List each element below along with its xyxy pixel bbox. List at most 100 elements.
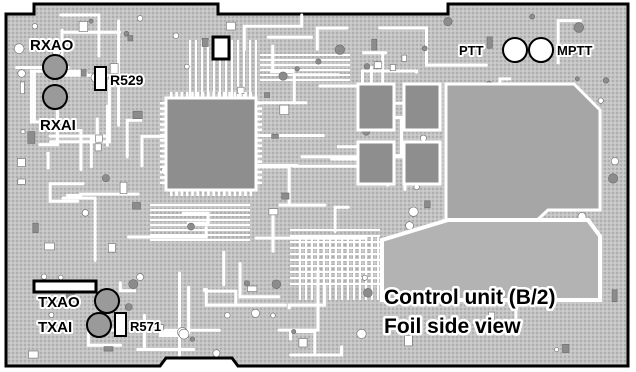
solder-pad [132,110,143,119]
ic-pin [160,102,166,105]
solder-pad [570,48,581,55]
trace [127,226,208,239]
ic-pin [185,92,189,98]
solder-pad [419,134,427,142]
trace [160,285,191,335]
solder-pad [404,334,413,347]
solder-pad [424,200,431,209]
trace [318,65,373,88]
ic-pin [170,92,173,98]
solder-pad [334,44,345,55]
ic-pin [223,92,226,98]
solder-pad [597,97,604,104]
ic-pin [256,149,262,153]
ic-pin [175,92,178,98]
solder-pad [41,273,48,280]
solder-pad [298,338,308,348]
ic-pin [160,107,166,110]
upper-chip-outline [211,35,231,61]
solder-pad [389,64,396,71]
figure-caption-line1: Control unit (B/2) [384,286,555,309]
ic-pin [256,176,262,179]
ic-pin [175,190,178,196]
trace [203,289,287,307]
txao-test-point [94,288,120,314]
ic-pin [212,92,215,98]
ic-pin [196,190,200,196]
solder-pad [279,104,290,115]
trace [32,69,76,124]
solder-pad [19,81,25,95]
ic-pin [233,190,237,196]
solder-pad [94,143,102,152]
ic-pin [256,165,262,169]
solder-pad [443,17,453,27]
ic-pin [249,190,253,196]
r571-resistor [114,312,127,337]
mptt-test-point [528,37,554,63]
trace [315,26,349,51]
solder-pad [356,328,367,339]
solder-pad [108,243,116,253]
pad-block-2 [402,82,442,132]
ic-pin [256,123,262,126]
solder-pad [554,347,559,352]
trace [46,152,50,170]
solder-pad [132,202,141,210]
txao-label: TXAO [38,294,80,311]
trace [125,118,142,159]
solder-pad [20,129,26,135]
main-ic [164,96,258,192]
ic-pin [160,144,166,147]
ic-pin [256,155,262,158]
solder-pad [136,273,144,281]
ic-pins [160,92,262,196]
trace [48,104,109,147]
ic-pin [160,181,166,185]
solder-pad [184,63,190,70]
trace [59,13,101,58]
solder-pad [488,311,495,321]
ic-pin [228,92,231,98]
solder-pad [602,77,610,84]
trace [181,211,210,225]
ic-pin [185,190,189,196]
ic-pin [191,190,194,196]
mptt-label: MPTT [557,43,592,58]
trace [60,28,121,63]
solder-pad [103,346,114,352]
ic-pin [256,181,262,185]
ic-pin [256,144,262,147]
trace [556,19,582,65]
solder-pad [611,289,618,303]
solder-pad [88,18,94,24]
solder-pad [421,45,428,52]
solder-pad [361,274,368,281]
solder-pad [95,134,103,143]
ic-pin [160,133,166,137]
ic-pin [160,155,166,158]
solder-pad [610,157,619,166]
r571-label: R571 [130,319,161,334]
solder-pad [291,329,297,335]
solder-pad [123,31,130,37]
ic-pin [160,170,166,174]
r529-resistor [94,66,107,91]
solder-pad [294,66,300,72]
ic-pin [201,92,205,98]
trace [61,196,97,262]
solder-pad [271,279,282,289]
solder-pad [264,92,270,98]
ic-pin [160,128,166,132]
ic-pin [160,176,166,179]
rxai-test-point [42,84,68,110]
solder-pad [58,274,64,281]
solder-pad [119,181,128,194]
solder-pad [17,158,26,167]
solder-pad [281,192,290,200]
ic-pin [160,139,166,142]
solder-pad [408,206,419,217]
solder-pad [137,15,144,22]
solder-pad [224,312,231,319]
